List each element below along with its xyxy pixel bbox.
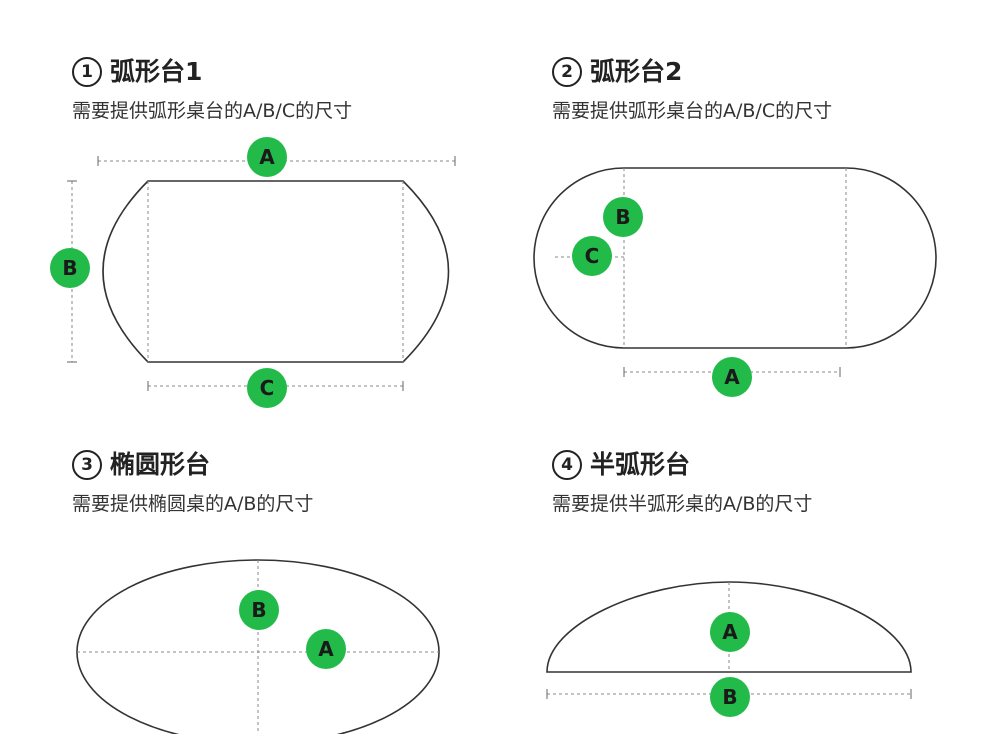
ellipse-table-label-a: A — [306, 629, 346, 669]
svg-text:B: B — [251, 598, 266, 622]
arc-table-2-label-b: B — [603, 197, 643, 237]
arc-table-2-diagram: B C A — [533, 167, 937, 397]
svg-text:B: B — [62, 256, 77, 280]
arc-table-2-label-a: A — [712, 357, 752, 397]
ellipse-table-label-b: B — [239, 590, 279, 630]
svg-text:A: A — [724, 365, 740, 389]
panel-4-title-text: 半弧形台 — [590, 450, 691, 479]
svg-text:A: A — [259, 145, 275, 169]
svg-text:A: A — [318, 637, 334, 661]
panel-3-description: 需要提供椭圆桌的A/B的尺寸 — [72, 493, 314, 515]
arc-table-1-outline — [102, 180, 450, 363]
svg-text:A: A — [722, 620, 738, 644]
panel-3-title: 3 椭圆形台 — [72, 445, 210, 481]
panel-2-title-text: 弧形台2 — [590, 57, 683, 86]
panel-3-number: 3 — [72, 450, 102, 480]
panel-1-title: 1 弧形台1 — [72, 52, 202, 88]
arc-table-1-label-a: A — [247, 137, 287, 177]
svg-text:C: C — [585, 244, 600, 268]
panel-1-title-text: 弧形台1 — [110, 57, 203, 86]
arc-table-1-label-b: B — [50, 248, 90, 288]
ellipse-table-diagram: B A — [76, 559, 440, 734]
panel-4-title: 4 半弧形台 — [552, 445, 690, 481]
panel-3-title-text: 椭圆形台 — [110, 450, 211, 479]
half-arc-table-diagram: A B — [546, 581, 912, 717]
svg-text:B: B — [615, 205, 630, 229]
panel-2-title: 2 弧形台2 — [552, 52, 682, 88]
panel-2-number: 2 — [552, 57, 582, 87]
panel-1-description: 需要提供弧形桌台的A/B/C的尺寸 — [72, 100, 353, 122]
half-arc-table-label-a: A — [710, 612, 750, 652]
half-arc-table-label-b: B — [710, 677, 750, 717]
arc-table-2-outline — [533, 167, 937, 349]
arc-table-1-label-c: C — [247, 368, 287, 408]
panel-4-description: 需要提供半弧形桌的A/B的尺寸 — [552, 493, 813, 515]
arc-table-2-label-c: C — [572, 236, 612, 276]
svg-text:B: B — [722, 685, 737, 709]
panel-4-number: 4 — [552, 450, 582, 480]
svg-text:C: C — [260, 376, 275, 400]
arc-table-1-diagram: A B C — [50, 137, 456, 408]
panel-1-number: 1 — [72, 57, 102, 87]
panel-2-description: 需要提供弧形桌台的A/B/C的尺寸 — [552, 100, 833, 122]
